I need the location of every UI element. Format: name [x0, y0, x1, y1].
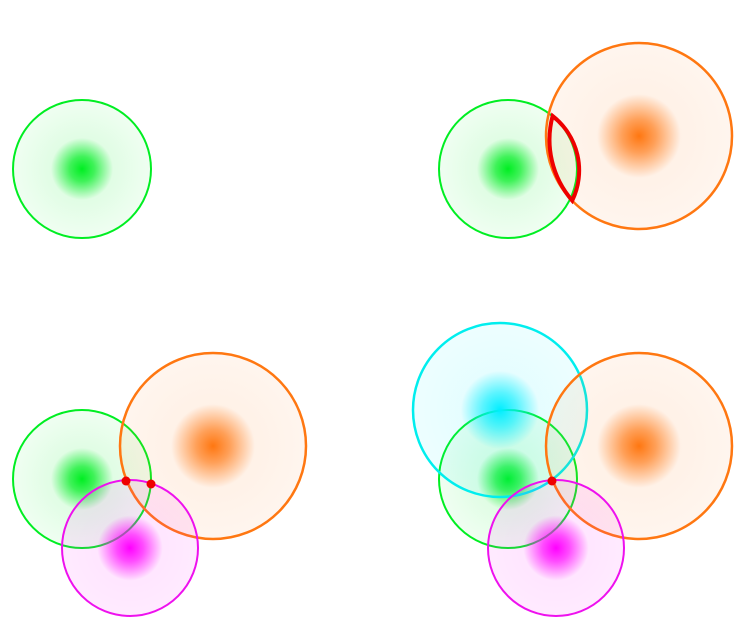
green-circle [12, 99, 152, 239]
panel-four-circles [411, 321, 734, 617]
panel-three-circles [12, 351, 308, 617]
magenta-circle [61, 479, 199, 617]
intersection-point [146, 479, 156, 489]
orange-circle [544, 41, 734, 231]
intersection-point [547, 476, 557, 486]
intersection-lens [547, 112, 582, 205]
panel-two-circles [438, 41, 734, 239]
magenta-circle [487, 479, 625, 617]
panel-one-circle [12, 99, 152, 239]
intersection-point [121, 476, 131, 486]
